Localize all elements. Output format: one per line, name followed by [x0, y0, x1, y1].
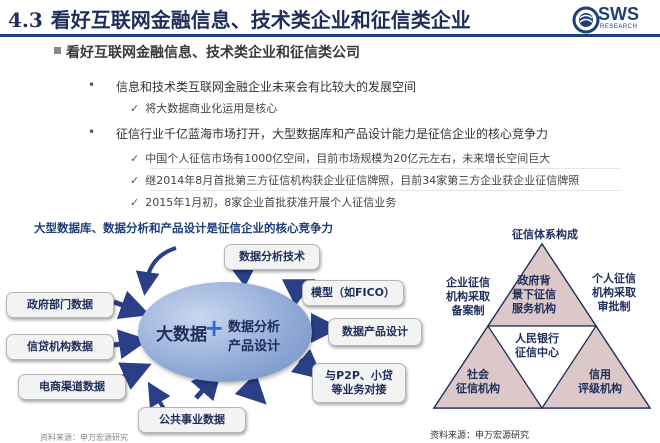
triangle-top-label: 政府背景下征信服务机构: [512, 274, 556, 315]
check-icon: ✓: [130, 196, 140, 209]
bullet-dot-icon: •: [88, 125, 96, 139]
header-rule: [0, 34, 660, 37]
logo-text: SWS: [598, 4, 640, 24]
output-analysis-tech: 数据分析技术: [224, 244, 320, 270]
sub-bullet-2-2: ✓继2014年8月首批第三方征信机构获企业征信牌照，目前34家第三方企业获企业征…: [130, 174, 580, 187]
check-icon: ✓: [130, 152, 140, 165]
output-model: 模型（如FICO）: [302, 280, 404, 306]
core-ellipse: [138, 282, 312, 382]
input-utility-data: 公共事业数据: [138, 407, 246, 433]
sub-bullet-1-1: ✓将大数据商业化运用是核心: [130, 102, 278, 115]
triangle-diagram: [432, 242, 652, 410]
divider: [150, 168, 620, 169]
bullet-1: 信息和技术类互联网金融企业未来会有比较大的发展空间: [116, 80, 417, 94]
triangle-center-label: 人民银行征信中心: [515, 332, 559, 359]
logo-subtext: RESEARCH: [600, 24, 638, 30]
left-outer-label: 企业征信机构采取备案制: [446, 276, 490, 317]
check-icon: ✓: [130, 102, 140, 115]
logo-icon: [572, 6, 600, 34]
diagram-title: 大型数据库、数据分析和产品设计是征信企业的核心竞争力: [34, 221, 333, 235]
divider: [150, 190, 620, 191]
arrows-graphic: [113, 246, 341, 417]
section-title: 看好互联网金融信息、技术类企业和征信类企业: [50, 8, 471, 32]
square-bullet-icon: [54, 47, 61, 54]
check-icon: ✓: [130, 174, 140, 187]
subtitle: 看好互联网金融信息、技术类企业和征信类公司: [66, 45, 360, 61]
output-data-product: 数据产品设计: [328, 318, 422, 346]
input-gov-data: 政府部门数据: [6, 292, 114, 318]
sub-bullet-2-1: ✓中国个人征信市场有1000亿空间，目前市场规模为20亿元左右，未来增长空间巨大: [130, 152, 551, 165]
triangle-bottom-left-label: 社会征信机构: [456, 368, 500, 395]
core-bigdata: 大数据: [156, 325, 207, 345]
plus-icon: +: [204, 314, 225, 342]
right-outer-label: 个人征信机构采取审批制: [592, 272, 636, 313]
source-note: 资料来源：申万宏源研究: [430, 431, 530, 441]
section-number: 4.3: [8, 8, 43, 32]
input-credit-data: 信贷机构数据: [6, 334, 114, 360]
input-ecommerce-data: 电商渠道数据: [18, 374, 126, 400]
triangle-bottom-right-label: 信用评级机构: [578, 368, 622, 395]
bullet-dot-icon: •: [88, 78, 96, 92]
page-title: 4.3 看好互联网金融信息、技术类企业和征信类企业: [8, 4, 471, 33]
bullet-2: 征信行业千亿蓝海市场打开，大型数据库和产品设计能力是征信企业的核心竞争力: [116, 127, 549, 141]
triangle-title: 征信体系构成: [512, 228, 578, 241]
faded-footnote: 资料来源：申万宏源研究: [40, 433, 128, 442]
output-p2p: 与P2P、小贷等业务对接: [312, 363, 406, 403]
sub-bullet-2-3: ✓2015年1月初，8家企业首批获准开展个人征信业务: [130, 196, 397, 209]
core-analysis: 数据分析产品设计: [228, 320, 281, 354]
